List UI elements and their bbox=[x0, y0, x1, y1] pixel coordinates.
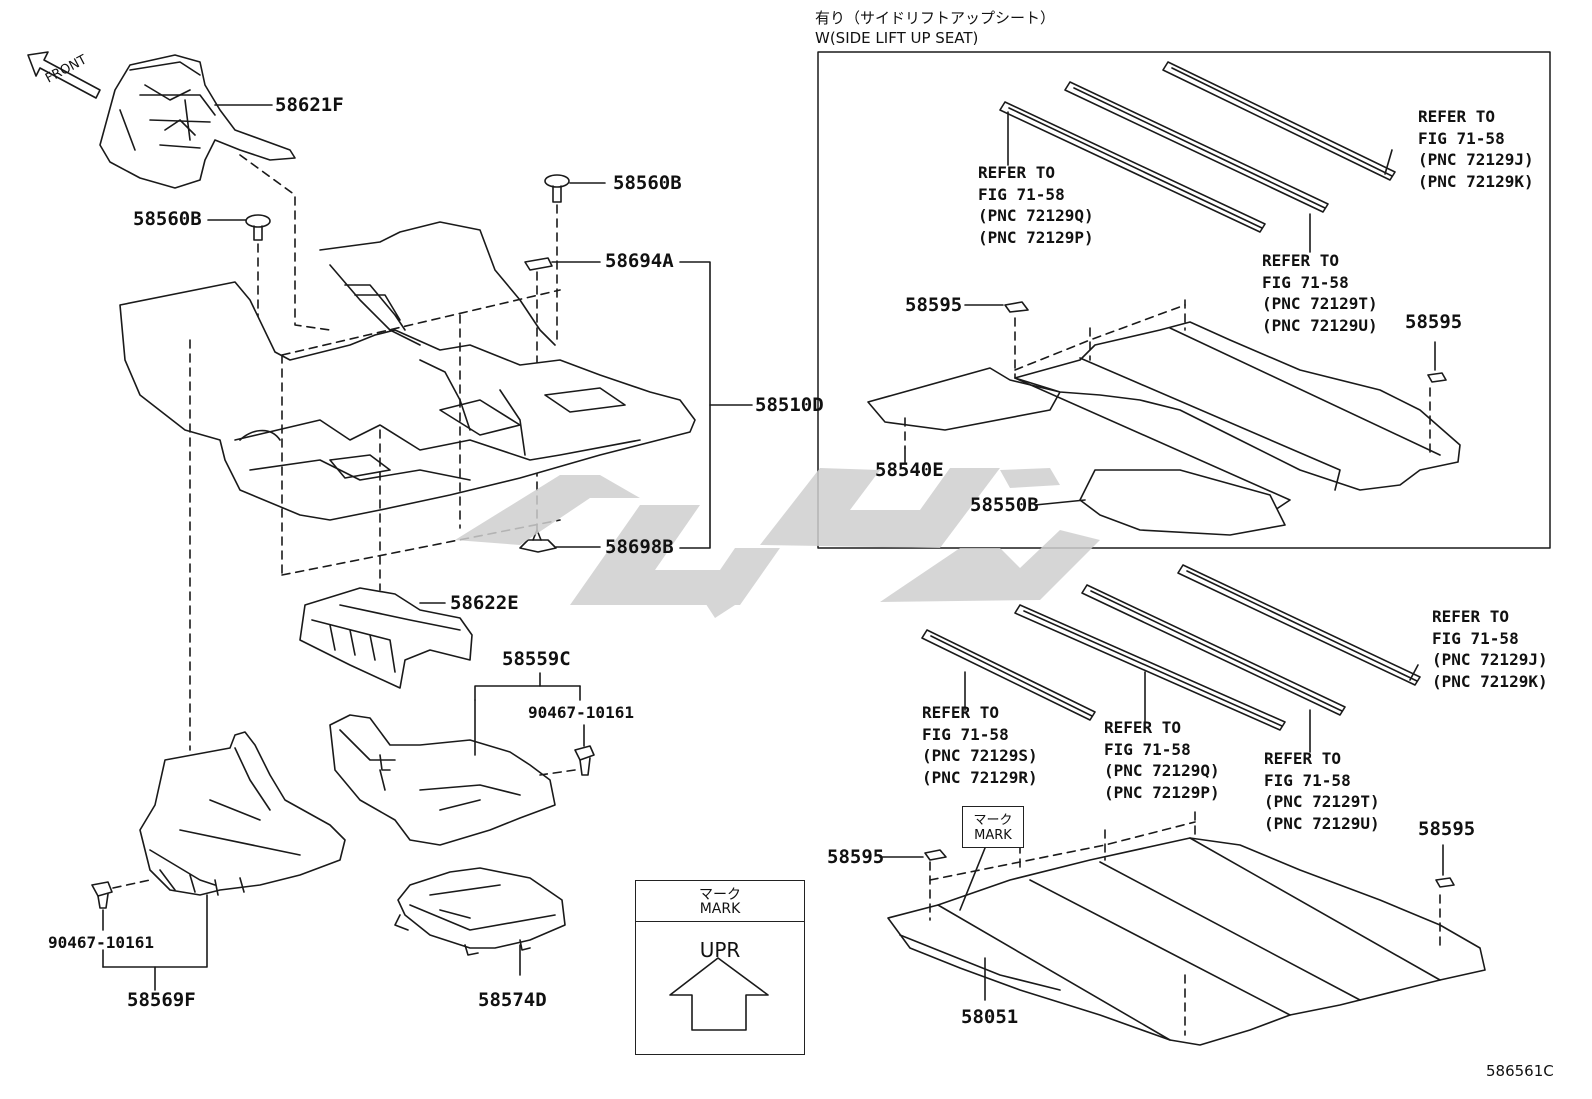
ref-line: FIG 71-58 bbox=[1262, 272, 1349, 292]
label-58595-top-left: 58595 bbox=[905, 294, 963, 316]
ref-line: (PNC 72129Q) bbox=[1104, 761, 1220, 780]
mark-legend-header bbox=[634, 879, 805, 922]
label-58574D: 58574D bbox=[478, 989, 547, 1011]
clip-58560B-left bbox=[245, 214, 271, 241]
refer-top-j: REFER TO FIG 71-58 (PNC 72129J) (PNC 721… bbox=[1418, 106, 1534, 192]
mark-legend-box: マーク MARK UPR bbox=[634, 879, 805, 1055]
header-jp: 有り（サイドリフトアップシート） bbox=[815, 9, 1056, 27]
label-58540E: 58540E bbox=[875, 459, 944, 481]
bolt-90467-left bbox=[91, 881, 113, 909]
ref-line: REFER TO bbox=[978, 163, 1056, 182]
refer-bot-t: REFER TO FIG 71-58 (PNC 72129T) (PNC 721… bbox=[1264, 748, 1380, 834]
label-58550B: 58550B bbox=[970, 494, 1039, 516]
watermark-logo bbox=[455, 468, 1100, 618]
label-58595-bot-right: 58595 bbox=[1418, 818, 1476, 840]
ref-line: (PNC 72129U) bbox=[1262, 315, 1378, 335]
ref-line: FIG 71-58 bbox=[1104, 739, 1191, 759]
fastener-58698B bbox=[519, 529, 557, 553]
ref-line: (PNC 72129P) bbox=[1104, 782, 1220, 802]
mark-small-box: マーク MARK bbox=[962, 806, 1024, 848]
ref-line: (PNC 72129P) bbox=[978, 227, 1094, 247]
pad-58595-top-left bbox=[1004, 301, 1029, 313]
ref-line: REFER TO bbox=[1262, 251, 1340, 270]
ref-line: (PNC 72129R) bbox=[922, 767, 1038, 787]
ref-line: REFER TO bbox=[1418, 107, 1496, 126]
label-90467-right: 90467-10161 bbox=[528, 703, 634, 722]
ref-line: FIG 71-58 bbox=[922, 724, 1009, 744]
label-58698B: 58698B bbox=[605, 536, 674, 558]
front-arrow-icon bbox=[27, 51, 101, 99]
header-en: W(SIDE LIFT UP SEAT) bbox=[815, 29, 979, 47]
part-58621F-drawing bbox=[99, 54, 296, 189]
refer-top-t: REFER TO FIG 71-58 (PNC 72129T) (PNC 721… bbox=[1262, 250, 1378, 336]
ref-line: FIG 71-58 bbox=[1264, 770, 1351, 790]
refer-bot-q: REFER TO FIG 71-58 (PNC 72129Q) (PNC 721… bbox=[1104, 717, 1220, 803]
ref-line: (PNC 72129K) bbox=[1418, 171, 1534, 191]
label-58595-top-right: 58595 bbox=[1405, 311, 1463, 333]
part-58051-drawing bbox=[887, 837, 1486, 1046]
label-90467-left: 90467-10161 bbox=[48, 933, 154, 952]
ref-line: (PNC 72129S) bbox=[922, 746, 1038, 765]
figure-code: 586561C bbox=[1486, 1062, 1554, 1080]
label-58621F: 58621F bbox=[275, 94, 344, 116]
part-58622E-drawing bbox=[299, 587, 473, 689]
ref-line: (PNC 72129T) bbox=[1262, 294, 1378, 313]
rails-top bbox=[999, 61, 1396, 233]
label-58560B-right: 58560B bbox=[613, 172, 682, 194]
ref-line: (PNC 72129U) bbox=[1264, 813, 1380, 833]
part-58569F-drawing bbox=[139, 731, 346, 896]
ref-line: FIG 71-58 bbox=[1418, 128, 1505, 148]
pad-58595-top-right bbox=[1427, 372, 1447, 383]
mark-legend-jp: マーク bbox=[699, 887, 741, 903]
label-58510D: 58510D bbox=[755, 394, 824, 416]
label-58694A: 58694A bbox=[605, 250, 674, 272]
ref-line: (PNC 72129K) bbox=[1432, 671, 1548, 691]
ref-line: REFER TO bbox=[922, 703, 1000, 722]
mark-legend-en: MARK bbox=[699, 901, 741, 917]
ref-line: (PNC 72129J) bbox=[1418, 150, 1534, 169]
ref-line: REFER TO bbox=[1432, 607, 1510, 626]
grommet-58694A bbox=[524, 257, 553, 271]
mark-small-jp: マーク bbox=[973, 813, 1013, 828]
label-58622E: 58622E bbox=[450, 592, 519, 614]
ref-line: REFER TO bbox=[1104, 718, 1182, 737]
part-top-floor-drawing bbox=[867, 321, 1461, 536]
label-58560B-left: 58560B bbox=[133, 208, 202, 230]
rails-bottom bbox=[921, 564, 1421, 731]
part-58574D-drawing bbox=[394, 867, 566, 956]
ref-line: (PNC 72129T) bbox=[1264, 792, 1380, 811]
ref-line: (PNC 72129J) bbox=[1432, 650, 1548, 669]
label-58595-bot-left: 58595 bbox=[827, 846, 885, 868]
refer-top-q: REFER TO FIG 71-58 (PNC 72129Q) (PNC 721… bbox=[978, 162, 1094, 248]
pad-58595-bot-right bbox=[1435, 877, 1455, 888]
part-58559C-drawing bbox=[329, 714, 556, 846]
label-58569F: 58569F bbox=[127, 989, 196, 1011]
label-58559C: 58559C bbox=[502, 648, 571, 670]
ref-line: REFER TO bbox=[1264, 749, 1342, 768]
ref-line: (PNC 72129Q) bbox=[978, 206, 1094, 225]
upr-text: UPR bbox=[699, 938, 741, 962]
part-58510D-drawing bbox=[119, 221, 696, 521]
pad-58595-bot-left bbox=[924, 849, 947, 861]
ref-line: FIG 71-58 bbox=[1432, 628, 1519, 648]
label-58051: 58051 bbox=[961, 1006, 1019, 1028]
refer-bot-s: REFER TO FIG 71-58 (PNC 72129S) (PNC 721… bbox=[922, 702, 1038, 788]
refer-bot-j: REFER TO FIG 71-58 (PNC 72129J) (PNC 721… bbox=[1432, 606, 1548, 692]
upr-arrow-icon bbox=[669, 957, 769, 1031]
bolt-90467-right bbox=[574, 745, 595, 776]
mark-small-en: MARK bbox=[974, 828, 1012, 843]
clip-58560B-right bbox=[544, 174, 570, 203]
ref-line: FIG 71-58 bbox=[978, 184, 1065, 204]
side-lift-box bbox=[817, 51, 1551, 549]
